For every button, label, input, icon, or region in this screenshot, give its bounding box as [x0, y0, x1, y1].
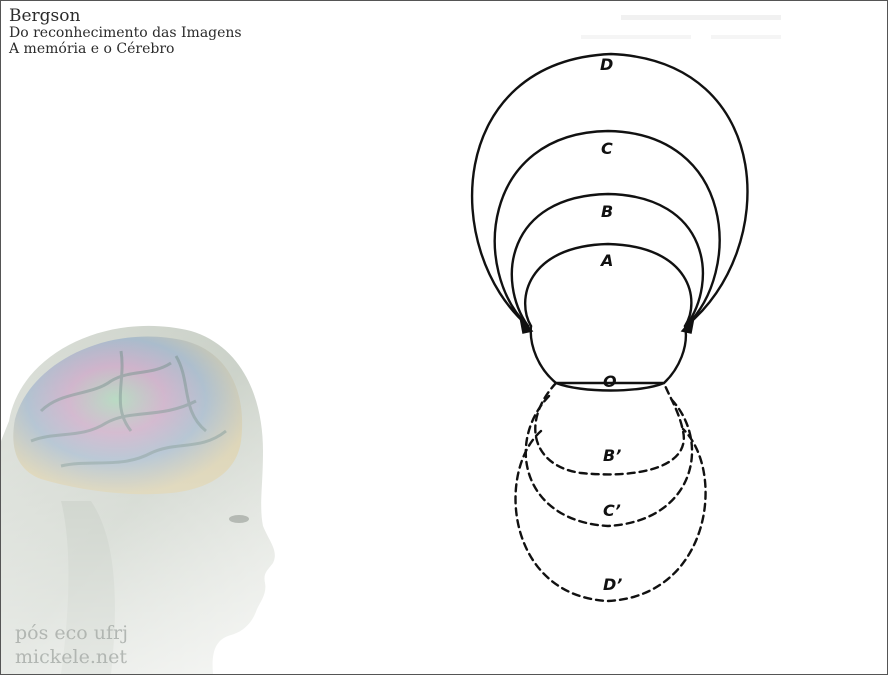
label-B: B — [601, 202, 613, 221]
label-B-prime: B’ — [603, 446, 621, 465]
label-D-prime: D’ — [603, 575, 622, 594]
label-C-prime: C’ — [603, 501, 621, 520]
label-O: O — [603, 372, 617, 391]
label-C: C — [601, 139, 613, 158]
label-D: D — [600, 55, 613, 74]
label-A: A — [599, 251, 613, 270]
arc-C — [495, 131, 720, 326]
